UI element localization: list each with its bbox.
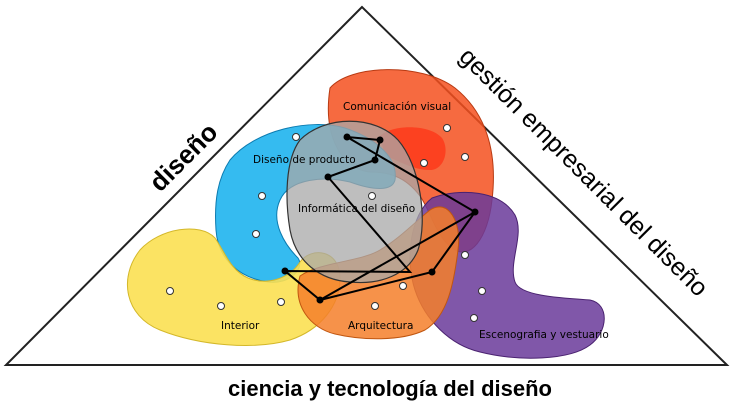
- junction-dot: [281, 267, 289, 275]
- member-dots: [166, 124, 486, 322]
- junction-dot: [371, 156, 379, 164]
- label-escenografia: Escenografia y vestuario: [479, 329, 609, 341]
- member-dot: [368, 192, 376, 200]
- junction-dot: [316, 296, 324, 304]
- member-dot: [252, 230, 260, 238]
- label-interior: Interior: [221, 320, 260, 332]
- side-label-ciencia: ciencia y tecnología del diseño: [228, 376, 552, 401]
- member-dot: [443, 124, 451, 132]
- junction-dot: [428, 268, 436, 276]
- member-dot: [292, 133, 300, 141]
- label-informatica: Informática del diseño: [298, 203, 415, 215]
- connection-path: [282, 136, 477, 302]
- label-arquitectura: Arquitectura: [348, 320, 413, 332]
- member-dot: [217, 302, 225, 310]
- member-dot: [461, 251, 469, 259]
- member-dot: [371, 302, 379, 310]
- label-diseno-producto: Diseño de producto: [253, 154, 356, 166]
- junction-dot: [343, 133, 351, 141]
- junction-dot: [471, 208, 479, 216]
- triangle-frame: [3, 5, 730, 366]
- junction-dot: [376, 136, 384, 144]
- junction-dot: [324, 173, 332, 181]
- region-informatica: [286, 120, 423, 284]
- member-dot: [420, 159, 428, 167]
- label-comunicacion-visual: Comunicación visual: [343, 101, 451, 113]
- member-dot: [470, 314, 478, 322]
- connection-segment: [319, 211, 476, 301]
- member-dot: [277, 298, 285, 306]
- member-dot: [258, 192, 266, 200]
- member-dot: [461, 153, 469, 161]
- member-dot: [399, 282, 407, 290]
- member-dot: [166, 287, 174, 295]
- member-dot: [478, 287, 486, 295]
